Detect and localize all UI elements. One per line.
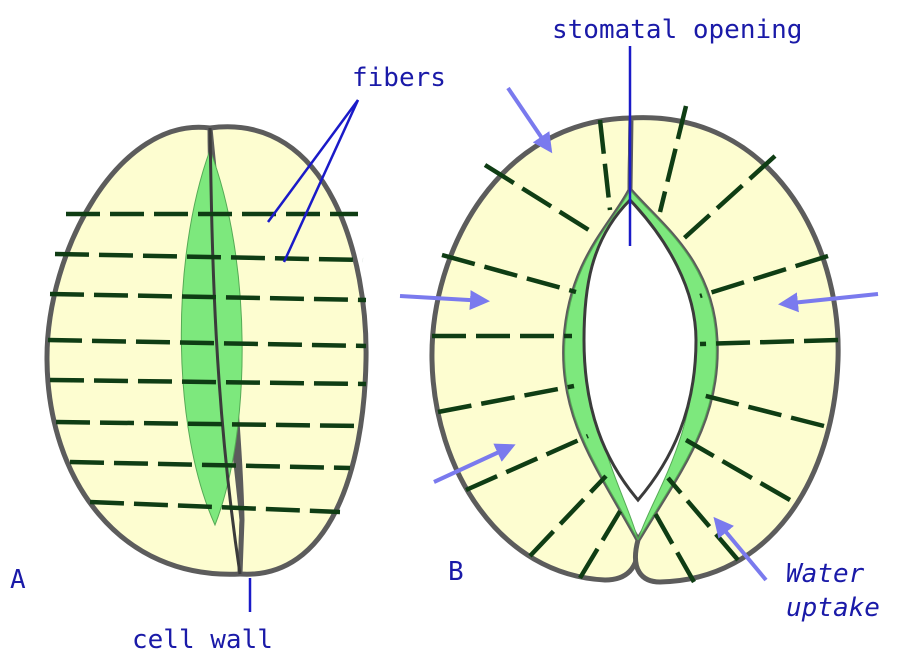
cell-wall-label: cell wall [132, 625, 273, 655]
water-uptake-label-line2: uptake [786, 593, 880, 623]
panel-b-label: B [448, 557, 464, 587]
panel-b-open-stoma [400, 46, 878, 582]
panel-a-label: A [10, 565, 26, 595]
water-arrow [508, 88, 550, 150]
fibers-label: fibers [352, 63, 446, 93]
stomatal-opening-label: stomatal opening [552, 15, 802, 45]
panel-a-closed-stoma [47, 100, 366, 612]
water-uptake-label-line1: Water [786, 559, 865, 589]
